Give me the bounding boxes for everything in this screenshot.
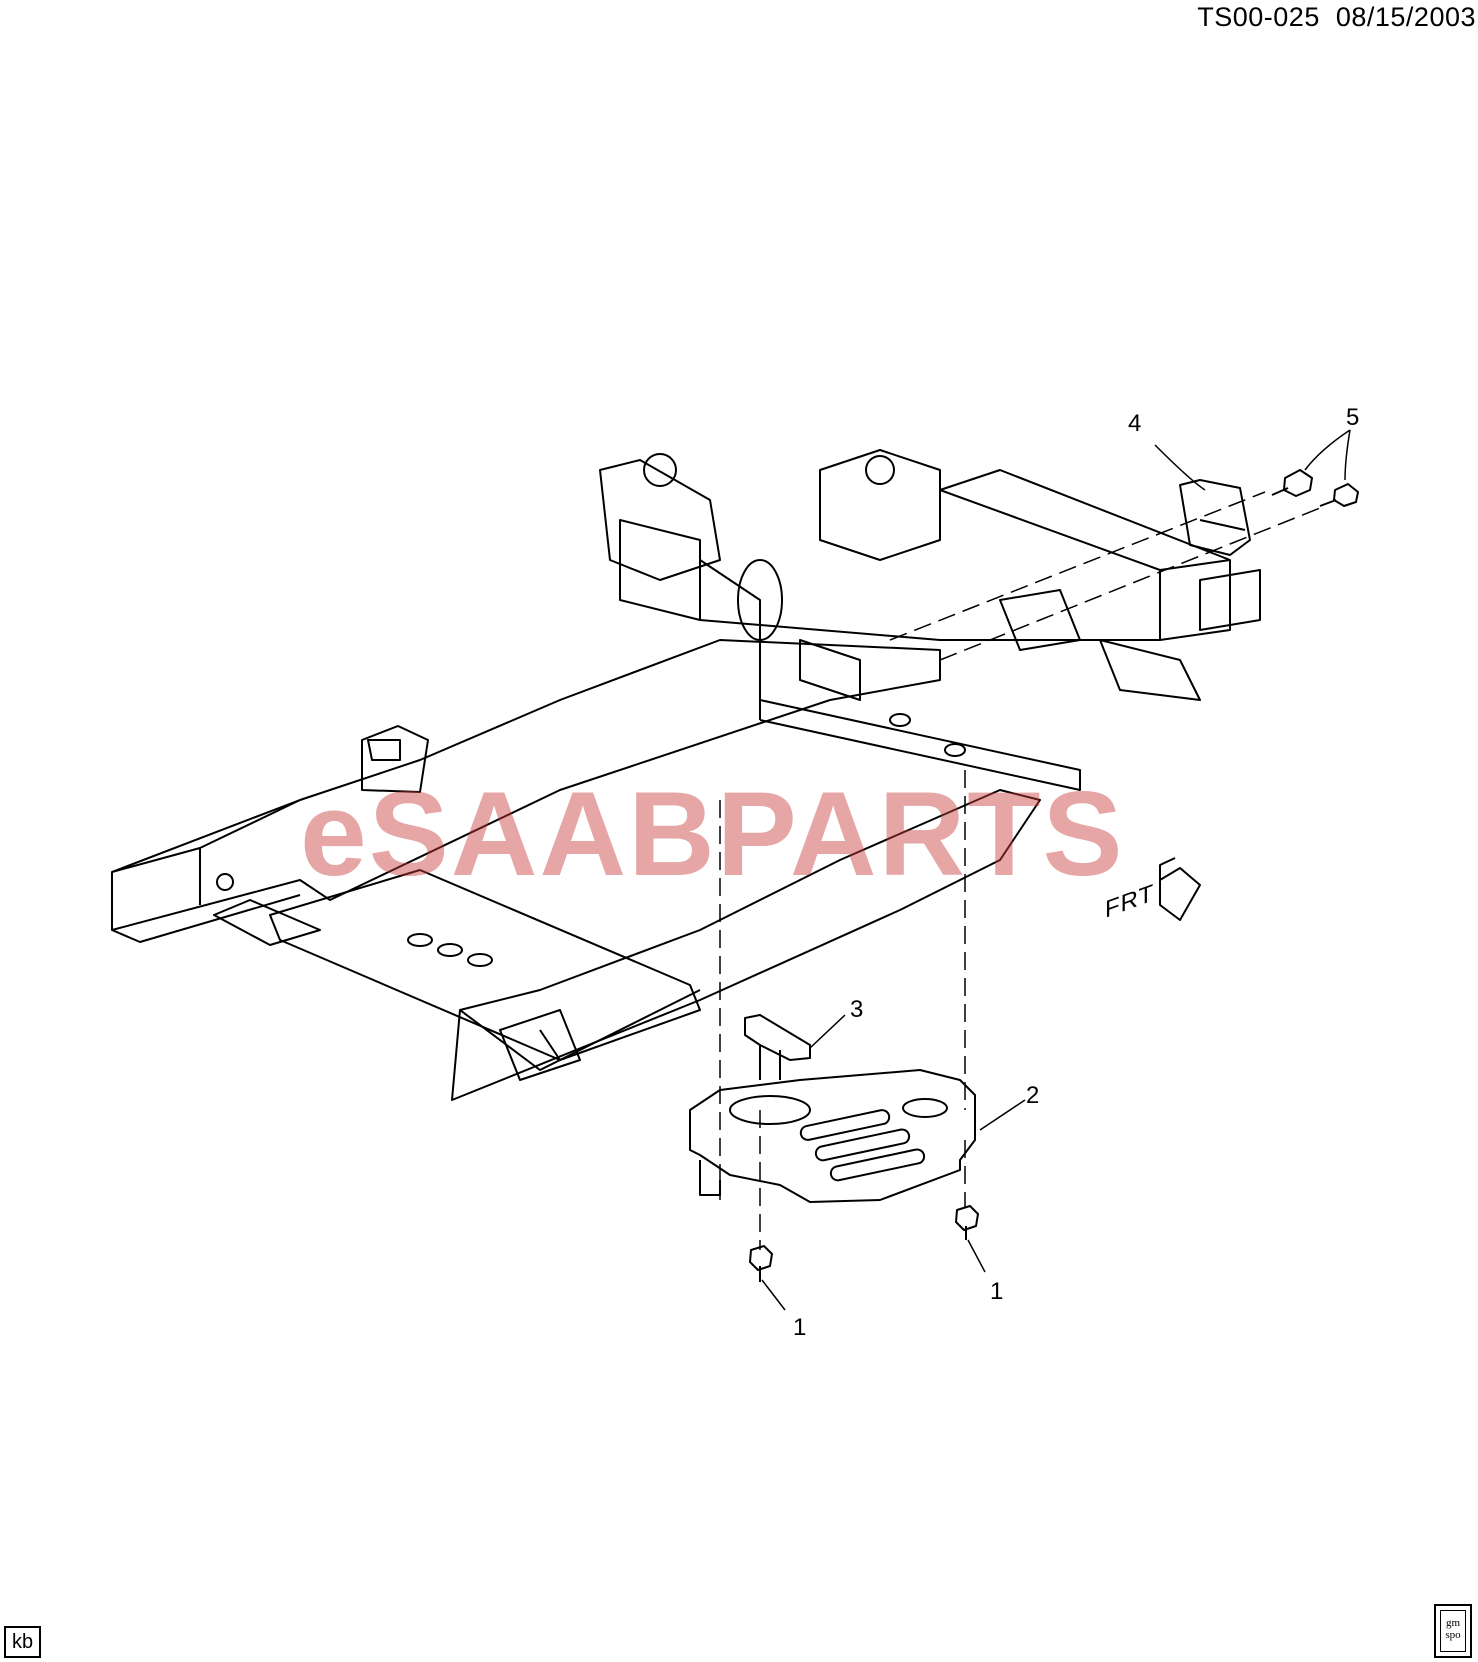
- callout-5: 5: [1346, 404, 1360, 431]
- left-frame-rail: [111, 639, 941, 943]
- callout-leaders: [761, 429, 1351, 1311]
- callout-1-left: 1: [793, 1314, 807, 1341]
- rear-crossmember: [213, 869, 701, 1061]
- callout-3: 3: [850, 996, 864, 1023]
- document-date: 08/15/2003: [1335, 2, 1476, 32]
- front-crossmember: [599, 449, 1261, 791]
- callout-4: 4: [1128, 410, 1142, 437]
- gm-spo-line1: gm: [1445, 1617, 1461, 1629]
- callout-2: 2: [1026, 1082, 1040, 1109]
- gm-spo-logo: gm spo: [1434, 1604, 1472, 1658]
- watermark: eSAABPARTS: [300, 767, 1125, 901]
- front-direction-arrow-icon: [1159, 857, 1201, 921]
- kb-badge: kb: [4, 1626, 42, 1658]
- skid-plate-part-2: [689, 1069, 976, 1203]
- diagram-header: TS00-025 08/15/2003: [1197, 2, 1476, 33]
- right-frame-rail: [451, 789, 1041, 1101]
- bracket-part-4: [1179, 479, 1251, 556]
- bolts-part-5: [1271, 469, 1359, 507]
- bracket-part-3: [744, 1014, 811, 1080]
- assembly-lines: [719, 491, 1321, 1250]
- gm-spo-logo-inner: gm spo: [1440, 1610, 1466, 1652]
- bolts-part-1: [749, 1205, 979, 1282]
- document-id: TS00-025: [1197, 2, 1320, 32]
- callout-1-right: 1: [990, 1278, 1004, 1305]
- gm-spo-line2: spo: [1445, 1629, 1461, 1641]
